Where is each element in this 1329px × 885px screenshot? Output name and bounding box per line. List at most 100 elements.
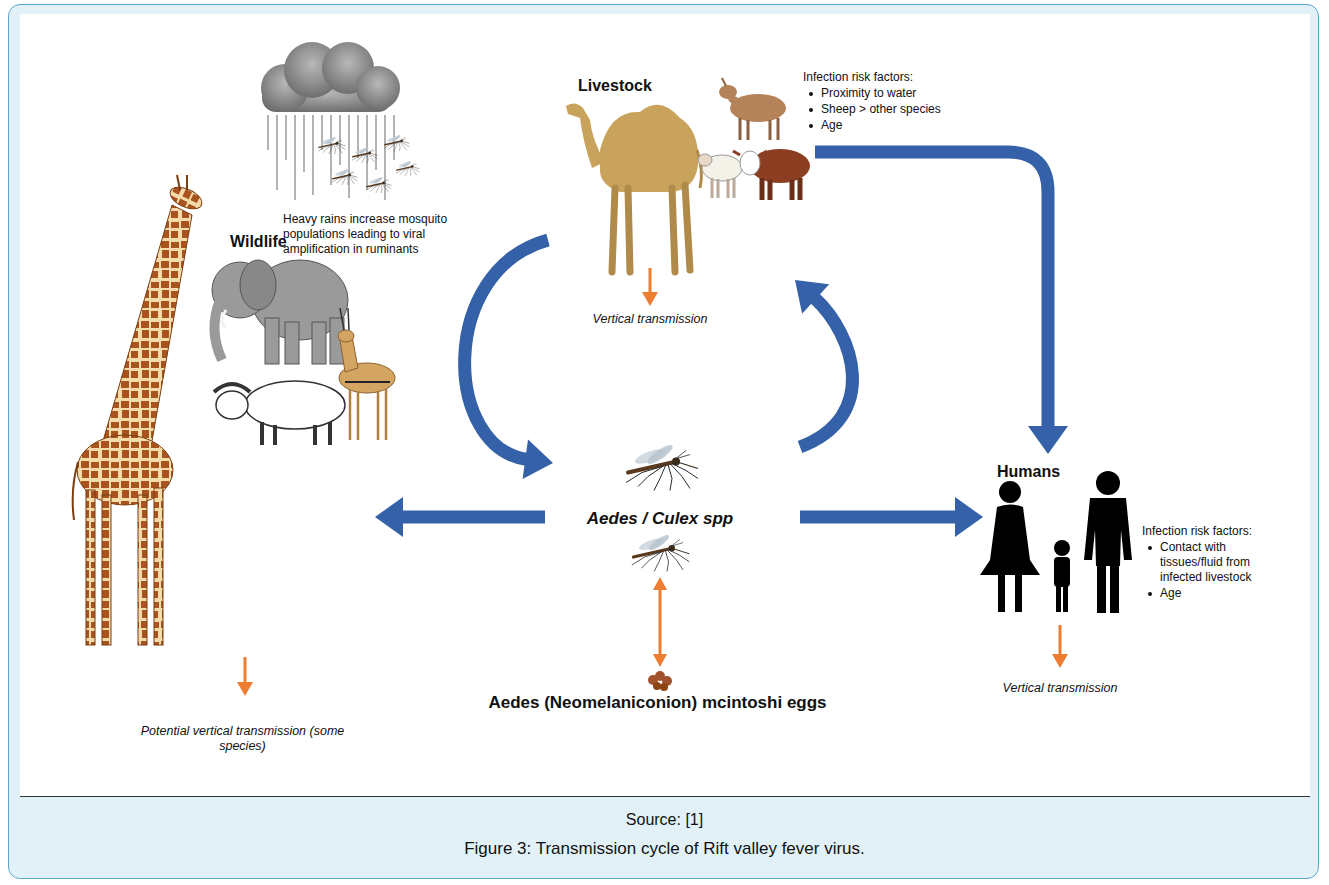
- arrow-shaft: [800, 511, 957, 524]
- human-silhouettes-part: [1056, 585, 1061, 612]
- vertical-transmission-arrows-part: [642, 292, 658, 306]
- transmission-arrow: [815, 152, 1068, 454]
- gazelle-part: [338, 330, 354, 342]
- transmission-note: Vertical transmission: [580, 312, 720, 327]
- arrow-head: [1028, 426, 1068, 454]
- cloud-mosquitoes-part: [352, 146, 377, 163]
- cloud-mosquitoes-part: [366, 176, 391, 193]
- human-silhouettes-part: [1110, 565, 1119, 613]
- vertical-transmission-arrows-part: [1059, 625, 1062, 656]
- elephant-part: [240, 260, 276, 310]
- bullet-dot: [1148, 546, 1152, 550]
- livestock-group: LivestockInfection risk factors:Proximit…: [560, 70, 947, 278]
- camel: [566, 103, 701, 272]
- transmission-arrow: [795, 280, 852, 447]
- transmission-note: Potential vertical transmission (some sp…: [135, 724, 350, 754]
- human-silhouettes-part: [1054, 557, 1070, 587]
- transmission-arrow: [375, 497, 545, 537]
- source-note: Source: [1]: [0, 810, 1329, 830]
- group-heading: Wildlife: [230, 232, 287, 251]
- vertical-transmission-arrows: [237, 268, 1068, 696]
- vector-mosquitoes-part: [626, 442, 698, 490]
- giraffe: [73, 175, 206, 645]
- elephant: [212, 260, 348, 364]
- human-silhouettes-part: [980, 505, 1040, 576]
- bullet-dot: [809, 108, 813, 112]
- arrow-head: [523, 439, 553, 479]
- cow-part: [740, 151, 760, 175]
- giraffe-part: [102, 495, 111, 645]
- human-silhouettes-part: [999, 481, 1021, 503]
- elephant-part: [312, 322, 326, 364]
- vector-mosquitoes-part: [632, 533, 690, 572]
- bullet-dot: [1148, 592, 1152, 596]
- camel-part: [600, 105, 698, 192]
- human-silhouettes-part: [1054, 540, 1070, 556]
- lamb-part: [698, 154, 712, 166]
- risk-factor-item: Contact with tissues/fluid from infected…: [1142, 540, 1292, 585]
- giraffe-part: [73, 462, 78, 520]
- vertical-transmission-arrows-part: [244, 657, 247, 684]
- goat-part: [722, 78, 726, 86]
- group-heading: Humans: [997, 462, 1060, 481]
- vector-group: Aedes / Culex spp: [575, 425, 745, 575]
- vertical-transmission-arrows-part: [1052, 654, 1068, 668]
- elephant-part: [285, 322, 299, 364]
- transmission-arrow: [800, 497, 983, 537]
- elephant-part: [214, 300, 222, 360]
- giraffe-part: [154, 488, 163, 645]
- cloud-mosquitoes-part: [318, 136, 345, 154]
- giraffe-part: [177, 175, 187, 190]
- gazelle-part: [345, 381, 390, 383]
- human-silhouettes-part: [1097, 565, 1106, 613]
- group-heading: Livestock: [578, 76, 652, 95]
- lamb: [698, 154, 742, 198]
- goat: [719, 78, 786, 140]
- vertical-transmission-arrows-part: [237, 682, 253, 696]
- vector-mosquitoes: [626, 442, 698, 571]
- rain-cloud-part: [268, 115, 394, 200]
- transmission-arrow: [653, 577, 667, 667]
- risk-factor-item: Proximity to water: [803, 86, 943, 101]
- giraffe-part: [86, 490, 95, 645]
- figure-caption: Figure 3: Transmission cycle of Rift val…: [0, 838, 1329, 859]
- arrow-shaft: [815, 152, 1048, 428]
- risk-factor-list: Infection risk factors:Contact with tiss…: [1142, 524, 1292, 601]
- risk-factor-item: Age: [1142, 586, 1292, 601]
- arrow-head: [795, 280, 829, 314]
- egg-cluster-part: [653, 682, 661, 690]
- gazelle-part: [350, 389, 386, 440]
- human-silhouettes-part: [1015, 574, 1022, 612]
- goat-part: [719, 85, 737, 99]
- human-silhouettes: [980, 471, 1132, 613]
- buffalo-part: [262, 422, 330, 445]
- rain-cloud-part: [356, 66, 400, 110]
- buffalo-part: [216, 391, 248, 419]
- cow: [733, 149, 810, 200]
- camel-part: [612, 185, 690, 272]
- transmission-note: Vertical transmission: [990, 681, 1130, 696]
- arrow-shaft: [659, 588, 662, 656]
- arrow-head: [653, 654, 667, 667]
- goat-part: [740, 118, 778, 140]
- egg-group: Aedes (Neomelaniconion) mcintoshi eggs: [470, 668, 845, 720]
- cow-part: [733, 151, 767, 155]
- cloud-mosquitoes-part: [332, 168, 357, 185]
- bullet-dot: [809, 124, 813, 128]
- arrow-head: [955, 497, 983, 537]
- buffalo: [214, 381, 345, 445]
- arrow-head: [375, 497, 403, 537]
- rain-cloud: [261, 42, 400, 200]
- transmission-arrow: [465, 240, 553, 479]
- cloud-mosquitoes-part: [384, 134, 409, 151]
- risk-factor-title: Infection risk factors:: [1142, 524, 1292, 539]
- gazelle-part: [340, 308, 349, 330]
- lamb-part: [712, 178, 734, 198]
- human-silhouettes-part: [1084, 498, 1132, 566]
- human-silhouettes-part: [1063, 585, 1068, 612]
- goat-part: [730, 94, 786, 122]
- egg-label: Aedes (Neomelaniconion) mcintoshi eggs: [488, 693, 826, 713]
